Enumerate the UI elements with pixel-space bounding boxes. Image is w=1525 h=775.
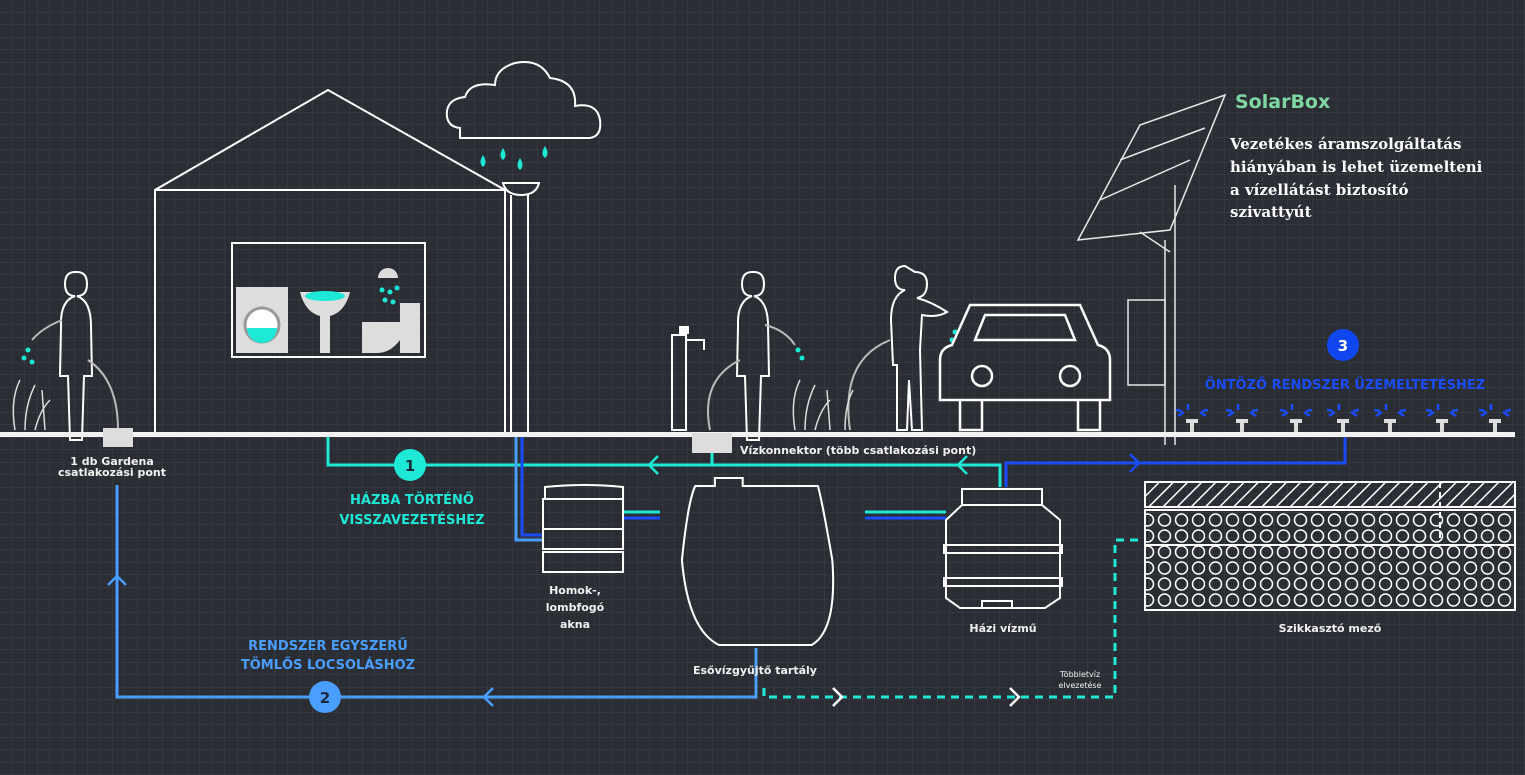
system-3-caption: ÖNTÖZŐ RENDSZER ÜZEMELTETÉSHEZ <box>1205 377 1485 393</box>
overflow-label: Többletvíz <box>1059 670 1100 679</box>
system-2-number: 2 <box>320 689 330 707</box>
solarbox-title: SolarBox <box>1235 91 1330 113</box>
arrow-right-icon <box>1009 687 1021 707</box>
solarbox-description: a vízellátást biztosító <box>1230 181 1409 199</box>
sprinkler-icon <box>1373 404 1407 432</box>
system-1-badge: 1 <box>394 449 426 481</box>
garden-tap-icon <box>671 326 705 431</box>
sand-leaf-trap <box>542 484 624 573</box>
person-watering-left <box>31 271 119 441</box>
toilet-icon <box>362 303 420 353</box>
system-2-caption: RENDSZER EGYSZERŰ <box>248 638 408 654</box>
tank-label: Esővízgyűjtő tartály <box>693 664 817 677</box>
ground-line <box>0 432 1515 437</box>
person-center <box>707 271 796 441</box>
gardena-connector <box>103 428 133 447</box>
house <box>154 88 506 435</box>
house-return-pipe <box>326 437 1002 487</box>
car-icon <box>938 303 1112 432</box>
solarbox-unit <box>1076 93 1227 445</box>
water-connector-label: Vízkonnektor (több csatlakozási pont) <box>740 444 976 457</box>
sprinkler-row <box>1175 404 1512 432</box>
drainage-field-label: Szikkasztó mező <box>1279 622 1382 635</box>
sink-icon <box>300 291 350 353</box>
plants <box>12 379 854 431</box>
arrow-left-icon <box>482 687 494 707</box>
solarbox-description: hiányában is lehet üzemelteni <box>1230 158 1483 176</box>
sprinkler-icon <box>1225 404 1259 432</box>
flow-arrows <box>107 453 1141 707</box>
washing-machine-icon <box>236 287 288 353</box>
system-1-caption: VISSZAVEZETÉSHEZ <box>339 512 484 528</box>
system-3-number: 3 <box>1338 337 1348 355</box>
person-washing-car <box>847 264 949 431</box>
overflow-pipe <box>762 538 1142 699</box>
irrigation-pipe <box>1004 437 1347 487</box>
sprinkler-icon <box>1478 404 1512 432</box>
sprinkler-icon <box>1425 404 1459 432</box>
system-3-badge: 3 <box>1327 329 1359 361</box>
arrow-right-icon <box>1129 453 1141 473</box>
sand-trap-label: Homok-, <box>549 584 601 597</box>
gardena-label: 1 db Gardena <box>70 455 154 468</box>
sand-trap-label: lombfogó <box>546 601 605 614</box>
sand-trap-label: akna <box>560 618 590 631</box>
solarbox-description: szivattyút <box>1230 203 1312 221</box>
sprinkler-icon <box>1326 404 1360 432</box>
solarbox-description: Vezetékes áramszolgáltatás <box>1229 135 1461 153</box>
arrow-left-icon <box>647 455 659 475</box>
arrow-right-icon <box>832 687 844 707</box>
sprinkler-icon <box>1279 404 1313 432</box>
rainwater-tank <box>680 477 835 646</box>
drainage-field <box>1144 481 1516 611</box>
shower-icon <box>378 268 400 305</box>
system-1-number: 1 <box>405 457 415 475</box>
overflow-label: elvezetése <box>1058 680 1101 690</box>
gardena-label: csatlakozási pont <box>58 466 166 479</box>
system-2-caption: TÖMLŐS LOCSOLÁSHOZ <box>241 657 415 673</box>
rain-cloud-icon <box>445 61 602 170</box>
system-1-caption: HÁZBA TÖRTÉNŐ <box>350 492 474 508</box>
pump-label: Házi vízmű <box>969 622 1036 635</box>
house-waterworks-pump <box>943 488 1063 609</box>
system-2-badge: 2 <box>309 681 341 713</box>
downpipe <box>501 182 541 435</box>
water-connector <box>692 433 732 453</box>
downpipe-feed-2 <box>520 437 543 537</box>
arrow-left-icon <box>956 455 968 475</box>
sprinkler-icon <box>1175 404 1209 432</box>
hose-pipe <box>115 485 758 699</box>
arrow-up-icon <box>107 574 127 586</box>
downpipe-feed <box>514 437 543 542</box>
